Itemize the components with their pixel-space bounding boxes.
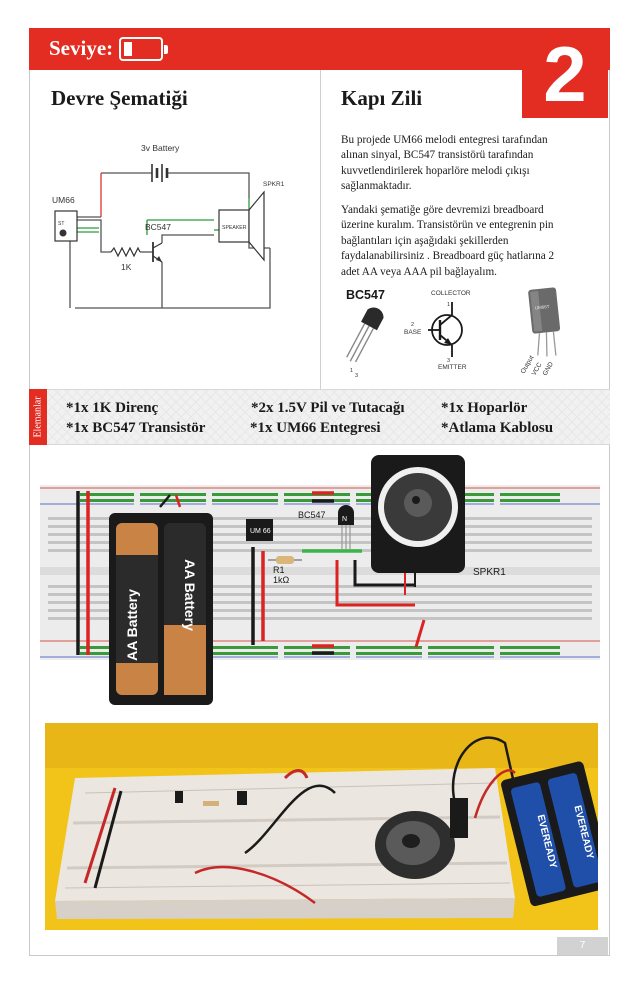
bc547-pinout-diagram: BC547 1 3 COLLECTOR 1 2 BASE 3 EMITTER U… [346,287,561,379]
circuit-photo: EVEREADY EVEREADY [45,723,598,930]
svg-text:1: 1 [350,368,353,374]
project-description-1: Bu projede UM66 melodi entegresi tarafın… [341,134,548,193]
svg-text:ST: ST [58,221,64,227]
component-item: *1x Hoparlör [441,400,528,416]
svg-text:UM66T: UM66T [535,304,550,311]
svg-text:EMITTER: EMITTER [438,364,467,371]
svg-text:R1: R1 [273,565,285,575]
component-item: *1x 1K Direnç [66,400,159,416]
svg-text:BC547: BC547 [298,510,326,520]
project-description-2: Yandaki şematiğe göre devremizi breadboa… [341,204,555,278]
svg-text:COLLECTOR: COLLECTOR [431,290,471,297]
schematic-title: Devre Şematiği [51,86,188,110]
svg-text:SPKR1: SPKR1 [473,567,506,578]
svg-text:GND: GND [542,361,555,377]
project-title: Kapı Zili [341,86,423,110]
svg-text:AA Battery: AA Battery [182,559,198,631]
svg-text:3: 3 [447,358,450,364]
component-item: *1x BC547 Transistör [66,420,206,436]
column-divider [320,70,321,390]
level-label: Seviye: [49,36,114,60]
svg-text:UM66: UM66 [52,195,75,205]
svg-text:1K: 1K [121,262,132,272]
circuit-schematic: 3v Battery UM66 ST 1K BC547 SPEAKER SPKR… [52,143,285,309]
component-item: *Atlama Kablosu [441,420,554,436]
svg-text:3: 3 [355,373,358,379]
battery-level-icon [119,36,169,61]
svg-text:1: 1 [447,302,450,308]
components-panel [29,389,610,445]
breadboard-diagram: AA Battery AA Battery UM 66 R1 1kΩ BC547… [40,455,600,705]
svg-text:BC547: BC547 [346,288,385,302]
level-number: 2 [522,28,608,118]
svg-text:N: N [342,516,347,523]
svg-text:3v Battery: 3v Battery [141,143,180,153]
level-indicator: Seviye: [49,36,169,61]
components-tag: Elemanlar [29,389,47,445]
svg-text:BC547: BC547 [145,222,171,232]
svg-text:AA Battery: AA Battery [124,589,140,661]
svg-text:2: 2 [411,322,414,328]
svg-text:UM 66: UM 66 [250,528,271,535]
page-number: 7 [557,937,608,955]
svg-text:1kΩ: 1kΩ [273,575,290,585]
svg-text:BASE: BASE [404,329,422,336]
component-item: *2x 1.5V Pil ve Tutacağı [251,400,405,416]
svg-text:SPKR1: SPKR1 [263,181,285,188]
component-item: *1x UM66 Entegresi [250,420,381,436]
svg-text:SPEAKER: SPEAKER [222,225,247,231]
